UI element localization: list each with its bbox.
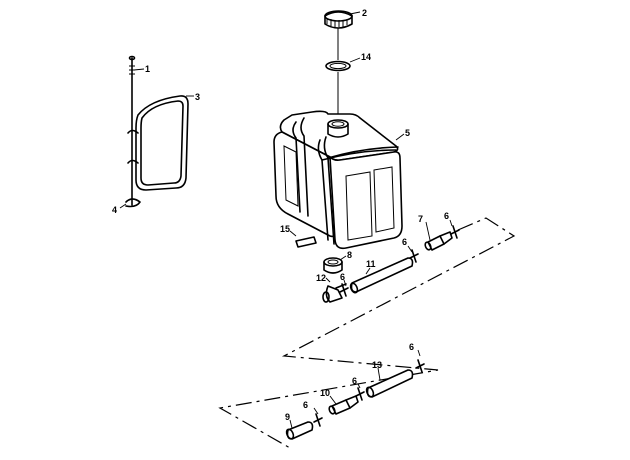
upper-hose [349,257,414,294]
callout-10: 10 [320,388,330,398]
callout-6b: 6 [402,237,407,247]
callout-15: 15 [280,224,290,234]
callout-6f: 6 [303,400,308,410]
leader-lines [119,11,453,429]
callout-14: 14 [361,52,371,62]
callout-1: 1 [145,64,150,74]
hose-clamp-lower-3 [415,359,425,373]
callout-4: 4 [112,205,117,215]
hose-clamp-upper-1 [339,283,349,297]
fuel-cap [324,10,353,29]
elbow-fitting [322,283,347,303]
short-hose [285,421,314,440]
hose-clamp-upper-2 [409,249,419,263]
callout-labels: 1 2 3 4 5 6 6 6 6 6 6 7 8 9 10 11 12 13 … [112,8,449,422]
upper-fitting [424,231,453,251]
fuel-tank [273,110,403,250]
vent-tube-assembly [125,55,189,208]
hose-clamp-lower-1 [313,413,323,427]
callout-6e: 6 [352,376,357,386]
callout-8: 8 [347,250,352,260]
drain-key [295,236,317,248]
hose-clamp-lower-2 [355,387,365,401]
callout-3: 3 [195,92,200,102]
callout-9: 9 [285,412,290,422]
lower-fitting [328,395,359,415]
callout-13: 13 [372,360,382,370]
callout-6d: 6 [409,342,414,352]
cap-gasket [325,60,351,72]
callout-2: 2 [362,8,367,18]
callout-12: 12 [316,273,326,283]
callout-6a: 6 [444,211,449,221]
hose-clamp-upper-3 [450,225,460,239]
callout-11: 11 [366,259,376,269]
callout-7: 7 [418,214,423,224]
callout-6c: 6 [340,272,345,282]
callout-5: 5 [405,128,410,138]
outlet-fitting [323,257,343,274]
lower-hose [365,369,414,398]
